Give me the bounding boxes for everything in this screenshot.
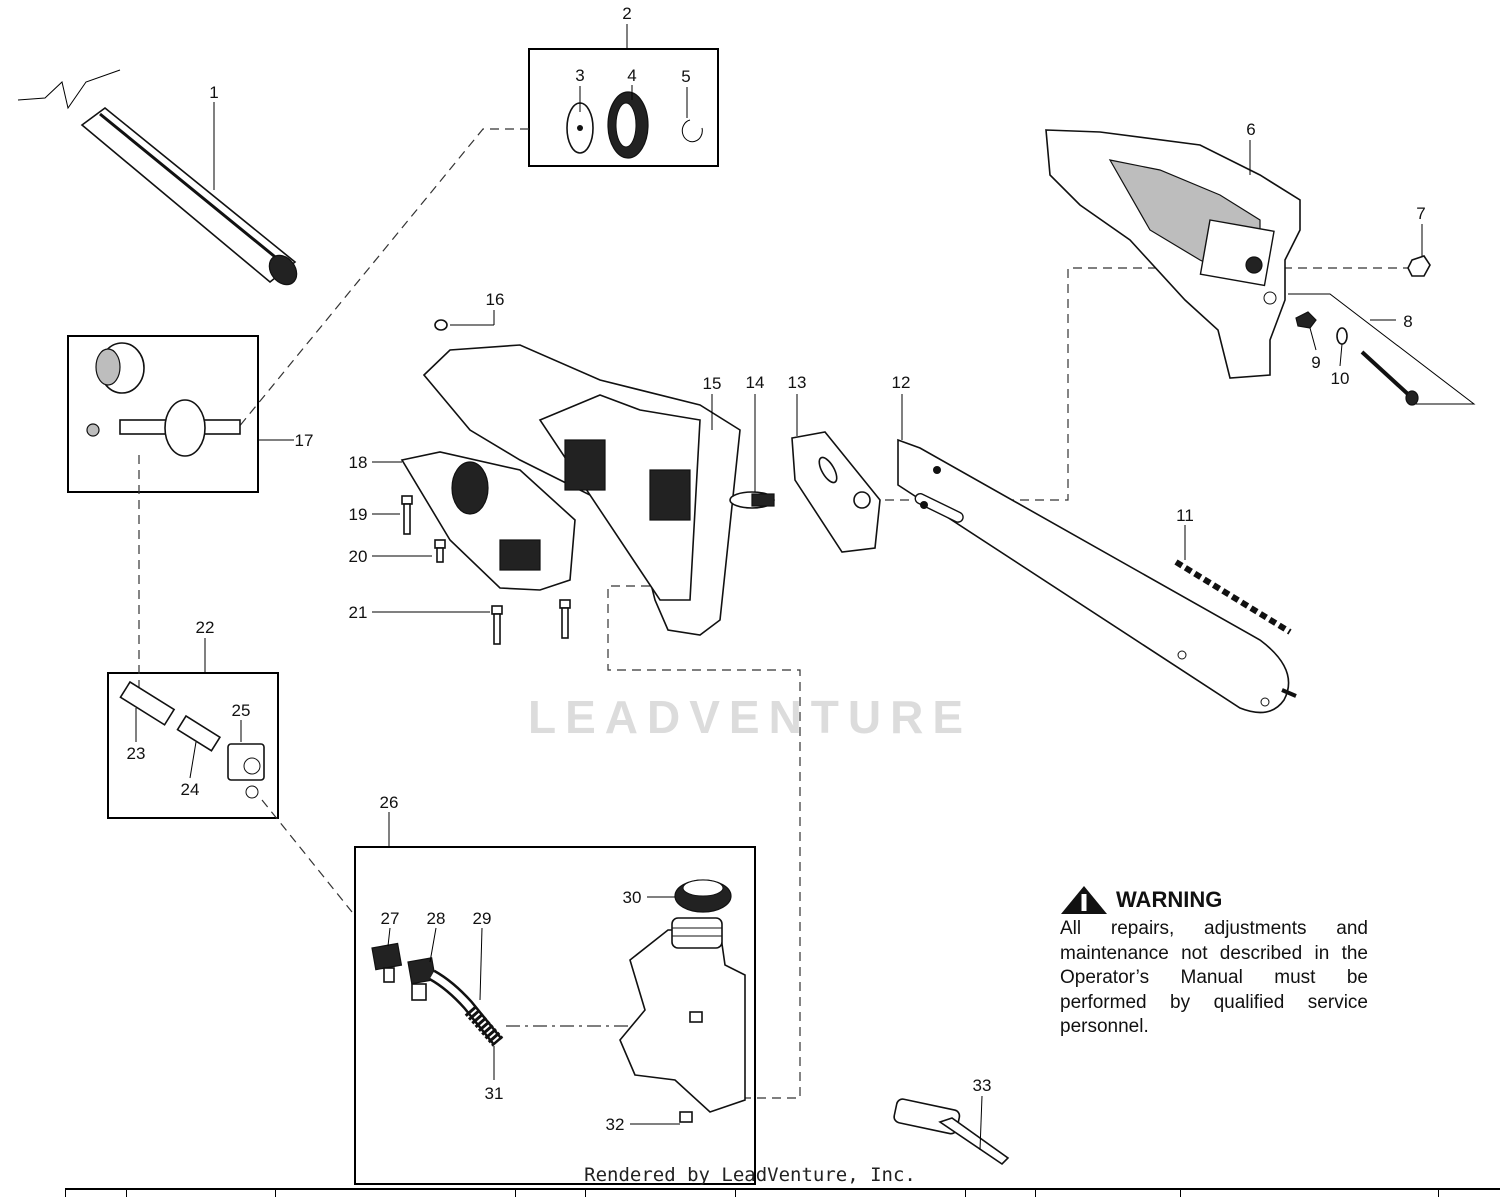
label-3: 3 — [575, 66, 584, 85]
label-18: 18 — [349, 453, 368, 472]
label-27: 27 — [381, 909, 400, 928]
label-8: 8 — [1403, 312, 1412, 331]
part-33-wrench — [893, 1098, 1010, 1166]
label-19: 19 — [349, 505, 368, 524]
label-30: 30 — [623, 888, 642, 907]
label-22: 22 — [196, 618, 215, 637]
warning-triangle-icon — [1061, 886, 1107, 914]
label-5: 5 — [681, 67, 690, 86]
part-3-washer — [566, 102, 594, 154]
part-8-screw — [1360, 350, 1419, 406]
label-23: 23 — [127, 744, 146, 763]
part-24-sleeve — [176, 714, 222, 752]
assembly-line-2-17 — [237, 128, 529, 429]
label-2: 2 — [622, 4, 631, 23]
part-4-sprocket — [607, 91, 649, 159]
label-13: 13 — [788, 373, 807, 392]
part-5-clip — [681, 119, 703, 143]
label-17: 17 — [295, 431, 314, 450]
part-29-hose — [428, 969, 504, 1047]
label-12: 12 — [892, 373, 911, 392]
part-30-cap — [674, 879, 732, 913]
group-box-22 — [107, 672, 279, 819]
assembly-line-15-26 — [607, 585, 801, 1099]
part-16-screw — [434, 319, 448, 331]
warning-text: All repairs, adjustments and maintenance… — [1060, 918, 1368, 1037]
watermark: LEADVENTURE — [527, 691, 973, 743]
part-13-plate — [791, 431, 881, 553]
label-14: 14 — [746, 373, 765, 392]
label-11: 11 — [1176, 506, 1194, 525]
label-31: 31 — [485, 1084, 504, 1103]
group-box-26 — [354, 846, 756, 1185]
part-25-block — [227, 743, 265, 799]
bracket-line-8 — [1288, 293, 1476, 405]
footer-credit: Rendered by LeadVenture, Inc. — [584, 1164, 916, 1186]
label-20: 20 — [349, 547, 368, 566]
part-17-gear-assembly — [86, 342, 241, 457]
label-7: 7 — [1416, 204, 1425, 223]
part-9-tensioner — [1295, 311, 1317, 329]
label-10: 10 — [1331, 369, 1350, 388]
assembly-line-22-26 — [261, 799, 353, 913]
part-20-screw — [434, 539, 446, 563]
part-6-clutch-cover — [1045, 129, 1301, 379]
part-28-grommet — [407, 957, 437, 1001]
label-24: 24 — [181, 780, 200, 799]
callout-labels: 1 2 3 4 5 6 7 8 9 10 11 12 13 14 15 16 1… — [127, 4, 1426, 1134]
part-32-screws — [679, 1011, 703, 1123]
leader-lines — [135, 24, 1423, 1151]
parts-table-edge — [65, 1188, 1500, 1197]
part-18-cover — [400, 451, 576, 591]
part-19-screw — [401, 495, 413, 535]
warning-notice: WARNING All repairs, adjustments and mai… — [1060, 885, 1368, 1040]
label-32: 32 — [606, 1115, 625, 1134]
label-6: 6 — [1246, 120, 1255, 139]
part-15-housing — [422, 344, 775, 636]
part-21-screws — [491, 599, 571, 645]
label-28: 28 — [427, 909, 446, 928]
group-box-17 — [67, 335, 259, 493]
part-11-chain — [1174, 559, 1297, 698]
label-15: 15 — [703, 374, 722, 393]
label-1: 1 — [209, 83, 218, 102]
warning-title: WARNING — [1116, 887, 1223, 912]
label-9: 9 — [1311, 353, 1320, 372]
part-10-washer — [1336, 327, 1348, 345]
part-27-filter — [371, 942, 403, 983]
oil-tank — [619, 917, 746, 1113]
part-1-shaft — [17, 69, 298, 286]
label-16: 16 — [486, 290, 505, 309]
group-box-2 — [528, 48, 719, 167]
part-7-nut — [1407, 255, 1431, 277]
label-21: 21 — [349, 603, 368, 622]
label-4: 4 — [627, 66, 636, 85]
label-25: 25 — [232, 701, 251, 720]
part-12-guide-bar — [897, 438, 1290, 714]
part-23-worm — [119, 680, 176, 726]
label-33: 33 — [973, 1076, 992, 1095]
label-26: 26 — [380, 793, 399, 812]
part-14-stud — [751, 493, 775, 507]
label-29: 29 — [473, 909, 492, 928]
